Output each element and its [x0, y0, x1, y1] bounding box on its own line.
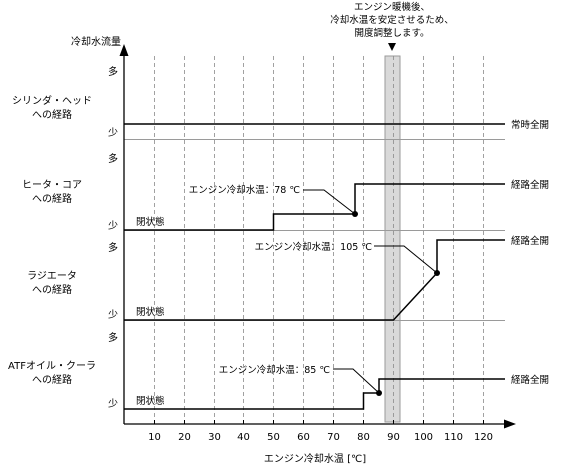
end-labels: 常時全開 経路全開 経路全開 経路全開: [511, 119, 549, 386]
x-tick-label: 40: [237, 432, 250, 443]
x-tick-label: 100: [414, 432, 433, 443]
x-axis-arrowhead: [504, 419, 516, 429]
radiator-annotation: エンジン冷却水温：105 ℃: [255, 241, 373, 253]
x-tick-label: 50: [267, 432, 280, 443]
note-line: 開度調整します。: [354, 27, 429, 39]
level-high-label: 多: [108, 152, 118, 165]
level-high-label: 多: [108, 241, 118, 254]
note-callout: エンジン暖機後、 冷却水温を安定させるため、 開度調整します。: [330, 1, 454, 39]
closed-labels: 閉状態 閉状態 閉状態: [136, 216, 165, 407]
atf-cooler-annotation: エンジン冷却水温：85 ℃: [219, 364, 331, 376]
level-high-label: 多: [108, 331, 118, 344]
end-label: 経路全開: [511, 374, 549, 386]
note-line: エンジン暖機後、: [354, 1, 430, 13]
annotation-leaders: [303, 189, 438, 394]
x-tick-label: 120: [474, 432, 493, 443]
level-low-label: 少: [108, 398, 118, 410]
annotations: エンジン冷却水温：78 ℃ エンジン冷却水温：105 ℃ エンジン冷却水温：85…: [189, 184, 373, 376]
row-name-line: への経路: [32, 283, 72, 296]
y-axis-title: 冷却水流量: [71, 35, 121, 48]
note-arrow-icon: [388, 43, 396, 51]
x-tick-label: 90: [387, 432, 400, 443]
x-tick-label: 80: [357, 432, 370, 443]
row-name-line: ATFオイル・クーラ: [8, 360, 96, 372]
x-axis-title: エンジン冷却水温 [℃]: [264, 452, 366, 465]
end-label: 経路全開: [511, 179, 549, 191]
row-name-line: ヒータ・コア: [22, 179, 82, 191]
level-low-label: 少: [108, 127, 118, 139]
level-low-label: 少: [108, 220, 118, 232]
x-tick-labels: 10 20 30 40 50 60 70 80 90 100 110 120: [148, 432, 493, 443]
closed-state-label: 閉状態: [136, 216, 165, 228]
end-label: 常時全開: [511, 119, 549, 131]
row-name-line: シリンダ・ヘッド: [12, 94, 92, 107]
x-tick-label: 110: [444, 432, 463, 443]
y-axis-arrowhead: [119, 44, 129, 56]
row-name-line: への経路: [32, 192, 72, 205]
x-tick-label: 10: [148, 432, 161, 443]
heater-core-annotation: エンジン冷却水温：78 ℃: [189, 184, 301, 196]
note-line: 冷却水温を安定させるため、: [330, 14, 454, 26]
x-ticks: [154, 420, 484, 424]
row-name-line: への経路: [32, 373, 72, 386]
axes: [123, 56, 505, 425]
x-tick-label: 60: [297, 432, 310, 443]
end-label: 経路全開: [511, 235, 549, 247]
heater-core-flow-line: [124, 183, 505, 231]
x-tick-label: 30: [208, 432, 221, 443]
level-labels: 多 少 多 少 多 少 多 少: [108, 65, 118, 410]
level-low-label: 少: [108, 309, 118, 321]
x-tick-label: 20: [178, 432, 191, 443]
level-high-label: 多: [108, 65, 118, 78]
row-name-line: への経路: [32, 108, 72, 121]
closed-state-label: 閉状態: [136, 395, 165, 407]
closed-state-label: 閉状態: [136, 306, 165, 318]
row-names: シリンダ・ヘッド への経路 ヒータ・コア への経路 ラジエータ への経路 ATF…: [8, 94, 96, 386]
x-tick-label: 70: [327, 432, 340, 443]
stabilized-band: [384, 55, 401, 423]
row-name-line: ラジエータ: [27, 270, 77, 282]
atf-cooler-flow-line: [124, 378, 505, 410]
